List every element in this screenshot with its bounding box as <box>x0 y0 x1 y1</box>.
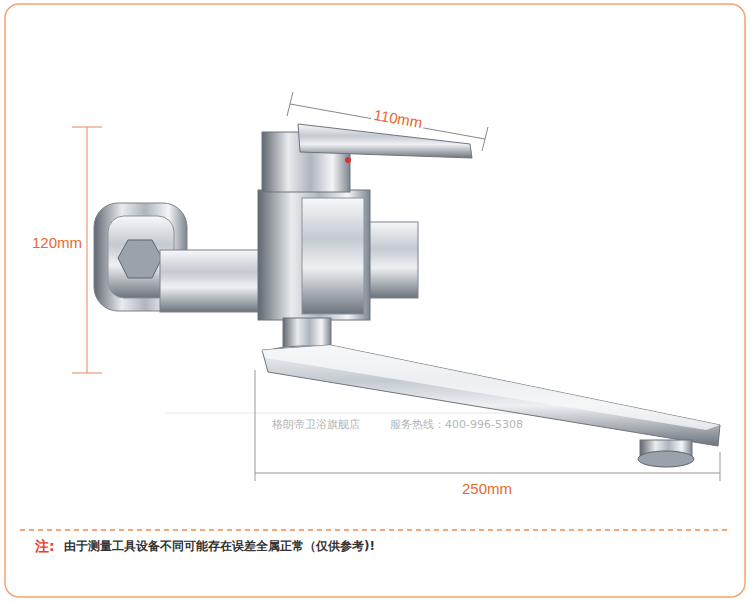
dimension-label: 120mm <box>30 234 84 252</box>
outer-frame <box>5 4 745 597</box>
spout-top <box>262 345 720 430</box>
note-marker: 注: <box>33 538 57 555</box>
body-face <box>302 198 364 314</box>
dimension-line <box>255 473 720 474</box>
valve-body <box>258 190 370 320</box>
dimension-line <box>87 127 88 373</box>
note-text: 由于测量工具设备不同可能存在误差全属正常（仅供参考)! <box>62 539 377 553</box>
hex-nut <box>118 240 162 278</box>
watermark: 格朗帝卫浴旗舰店 <box>270 418 362 431</box>
dimension-label: 110mm <box>370 106 425 133</box>
dimension-line <box>290 104 485 139</box>
aerator <box>638 451 694 467</box>
dimension-tick <box>72 127 102 128</box>
lever <box>298 124 472 158</box>
indicator-dot <box>345 157 351 163</box>
spout <box>262 345 720 446</box>
dimension-tick <box>287 92 293 116</box>
dimension-tick <box>255 370 256 481</box>
dimension-label: 250mm <box>460 480 514 498</box>
dimension-tick <box>72 373 102 374</box>
dashed-separator <box>20 529 730 531</box>
dimension-tick <box>720 452 721 481</box>
watermark: 服务热线：400-996-5308 <box>388 418 525 431</box>
dimension-tick <box>482 127 488 151</box>
